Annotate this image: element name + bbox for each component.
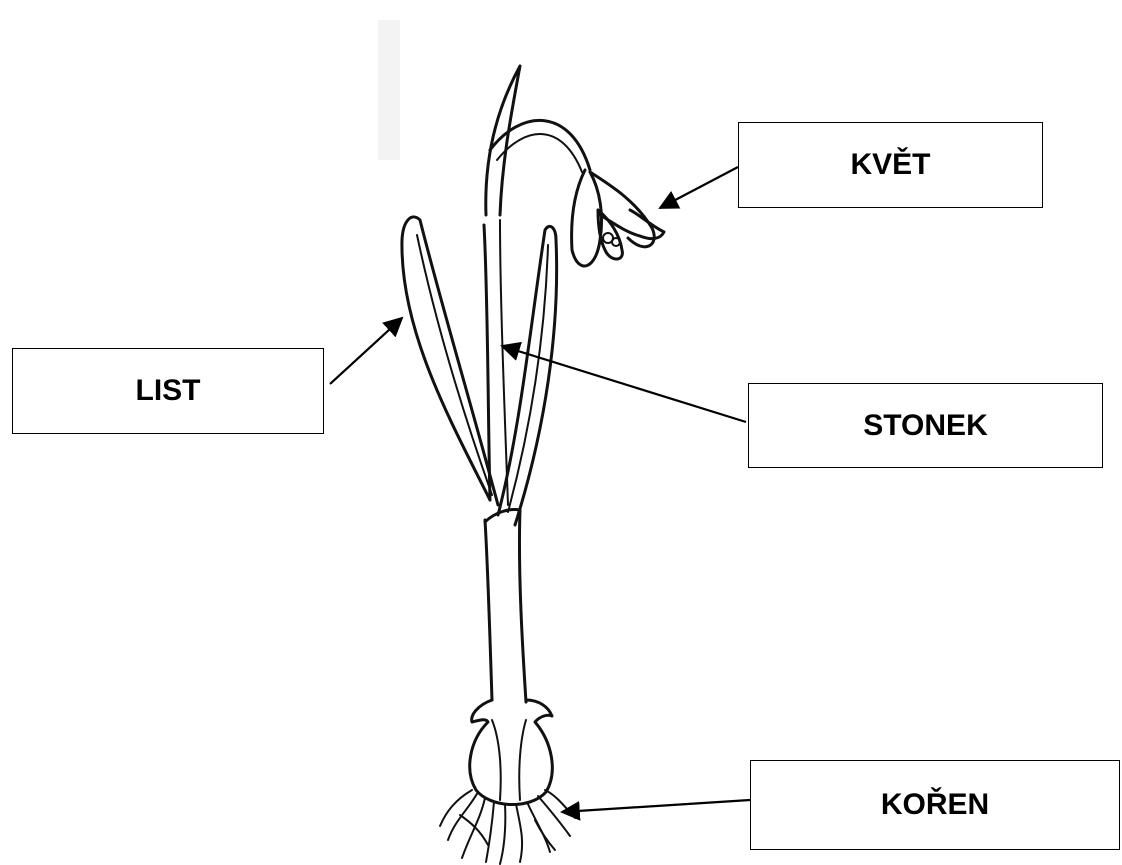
arrow-to-leaf [330,318,402,384]
label-leaf: LIST [136,374,201,408]
bulb [470,700,553,805]
label-box-root: KOŘEN [750,760,1120,850]
sheath [485,510,526,703]
label-root: KOŘEN [881,788,989,822]
stem-inner [500,220,508,505]
pedicel-inner [497,134,582,172]
label-flower: KVĚT [850,148,930,182]
flower [572,170,664,266]
scan-artifact [378,20,400,160]
label-box-leaf: LIST [12,348,324,434]
snowdrop-plant [402,66,664,864]
leaf-left [402,217,498,505]
arrow-to-root [562,800,750,812]
arrow-to-flower [660,167,738,208]
label-box-stem: STONEK [748,383,1103,468]
label-box-flower: KVĚT [738,122,1043,208]
label-stem: STONEK [863,409,987,443]
bract [486,66,520,215]
roots [440,790,575,864]
leaf-right-vein [508,245,548,512]
arrow-to-stem [502,346,746,422]
